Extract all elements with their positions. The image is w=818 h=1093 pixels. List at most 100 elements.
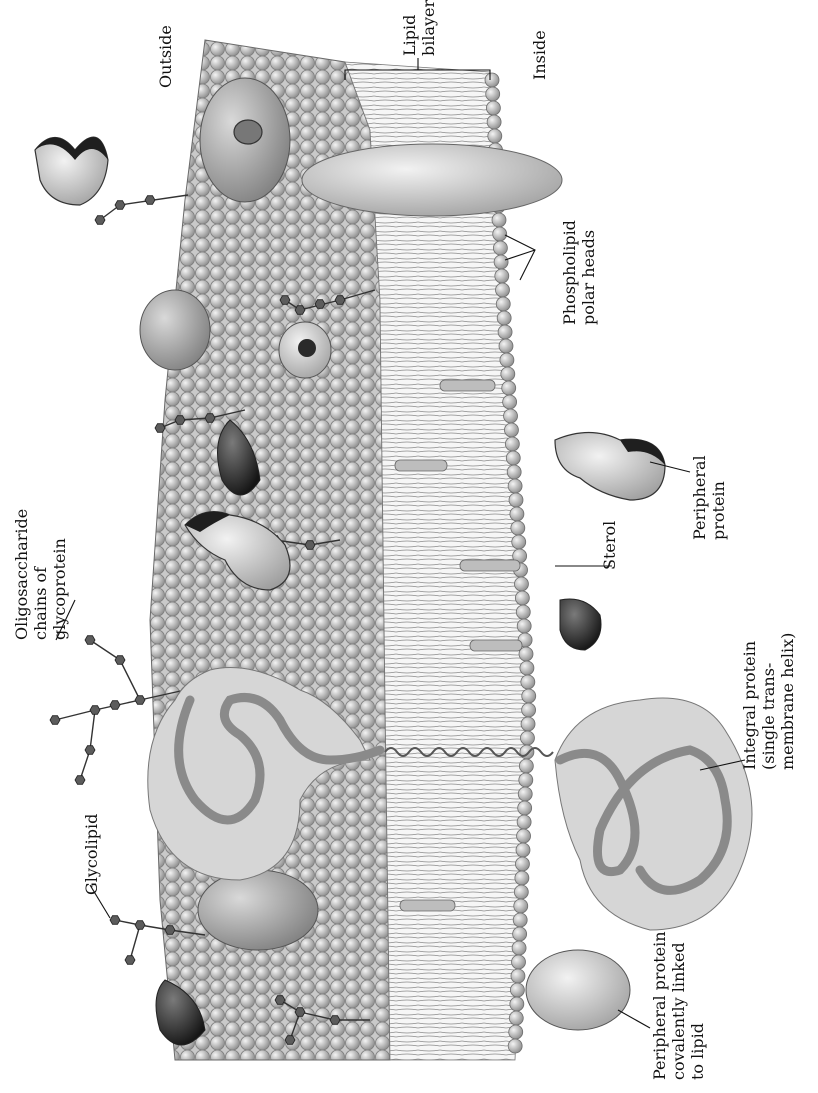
integral-protein-long bbox=[302, 144, 562, 216]
leader-peripheral-covalent bbox=[618, 1010, 650, 1028]
phospholipid-head bbox=[514, 899, 528, 913]
sugar-residue bbox=[50, 716, 60, 725]
sterol-3 bbox=[440, 380, 495, 391]
phospholipid-head bbox=[514, 577, 528, 591]
phospholipid-head bbox=[500, 353, 514, 367]
sterol-4 bbox=[470, 640, 522, 651]
phospholipid-head bbox=[509, 1011, 523, 1025]
phospholipid-head bbox=[509, 493, 523, 507]
sterol-2 bbox=[395, 460, 447, 471]
phospholipid-head bbox=[515, 591, 529, 605]
phospholipid-head bbox=[496, 283, 510, 297]
integral-protein-top-pore bbox=[234, 120, 262, 144]
dark-protein-inside bbox=[560, 599, 601, 650]
phospholipid-head bbox=[506, 451, 520, 465]
phospholipid-head bbox=[515, 871, 529, 885]
sugar-residue bbox=[95, 216, 105, 225]
phospholipid-head bbox=[516, 843, 530, 857]
integral-protein-pore-hole bbox=[298, 339, 316, 357]
sugar-residue bbox=[75, 776, 85, 785]
phospholipid-head bbox=[517, 619, 531, 633]
phospholipid-head bbox=[486, 101, 500, 115]
sugar-residue bbox=[335, 296, 345, 305]
sterol-1 bbox=[460, 560, 520, 571]
integral-protein-mid bbox=[140, 290, 210, 370]
phospholipid-head bbox=[521, 675, 535, 689]
phospholipid-head bbox=[487, 115, 501, 129]
phospholipid-head bbox=[516, 605, 530, 619]
leader-glycolipid bbox=[90, 885, 110, 918]
sugar-residue bbox=[110, 916, 120, 925]
phospholipid-head bbox=[519, 759, 533, 773]
phospholipid-head bbox=[513, 927, 527, 941]
phospholipid-head bbox=[488, 129, 502, 143]
glycolipid-chain-1 bbox=[100, 195, 188, 220]
sterol-5 bbox=[400, 900, 455, 911]
sugar-residue bbox=[85, 636, 95, 645]
phospholipid-head bbox=[496, 297, 510, 311]
phospholipid-head bbox=[493, 241, 507, 255]
phospholipid-head bbox=[494, 255, 508, 269]
phospholipid-head bbox=[512, 535, 526, 549]
sugar-residue bbox=[115, 656, 125, 665]
phospholipid-head bbox=[504, 423, 518, 437]
phospholipid-head bbox=[517, 829, 531, 843]
sugar-residue bbox=[295, 1008, 305, 1017]
phospholipid-head bbox=[517, 815, 531, 829]
phospholipid-head bbox=[511, 521, 525, 535]
phospholipid-head bbox=[520, 731, 534, 745]
phospholipid-head bbox=[514, 885, 528, 899]
phospholipid-head bbox=[485, 73, 499, 87]
sugar-residue bbox=[155, 424, 165, 433]
phospholipid-head bbox=[508, 1039, 522, 1053]
phospholipid-head bbox=[513, 913, 527, 927]
sugar-residue bbox=[175, 416, 185, 425]
phospholipid-head bbox=[501, 367, 515, 381]
phospholipid-head bbox=[518, 787, 532, 801]
phospholipid-head bbox=[492, 213, 506, 227]
phospholipid-head bbox=[498, 325, 512, 339]
phospholipid-head bbox=[520, 661, 534, 675]
sugar-residue bbox=[115, 201, 125, 210]
sugar-residue bbox=[315, 300, 325, 309]
leader-oligosaccharide bbox=[56, 600, 75, 640]
sugar-residue bbox=[295, 306, 305, 315]
phospholipid-head bbox=[499, 339, 513, 353]
phospholipid-head bbox=[502, 381, 516, 395]
phospholipid-head bbox=[518, 801, 532, 815]
phospholipid-head bbox=[515, 857, 529, 871]
leader-phospholipid-heads bbox=[505, 235, 535, 280]
sugar-residue bbox=[280, 296, 290, 305]
phospholipid-head bbox=[503, 395, 517, 409]
phospholipid-head bbox=[522, 689, 536, 703]
phospholipid-head bbox=[507, 465, 521, 479]
phospholipid-head bbox=[508, 479, 522, 493]
phospholipid-head bbox=[519, 773, 533, 787]
phospholipid-head bbox=[509, 1025, 523, 1039]
phospholipid-head bbox=[510, 997, 524, 1011]
phospholipid-head bbox=[521, 717, 535, 731]
phospholipid-head bbox=[512, 955, 526, 969]
phospholipid-head bbox=[510, 983, 524, 997]
phospholipid-head bbox=[493, 227, 507, 241]
phospholipid-head bbox=[510, 507, 524, 521]
sugar-residue bbox=[165, 926, 175, 935]
sugar-residue bbox=[135, 921, 145, 930]
sugar-residue bbox=[85, 746, 95, 755]
phospholipid-head bbox=[495, 269, 509, 283]
peripheral-protein-lipid-linked bbox=[526, 950, 630, 1030]
sugar-residue bbox=[275, 996, 285, 1005]
sugar-residue bbox=[305, 541, 315, 550]
phospholipid-head bbox=[512, 941, 526, 955]
sugar-residue bbox=[285, 1036, 295, 1045]
phospholipid-head bbox=[522, 703, 536, 717]
sugar-residue bbox=[110, 701, 120, 710]
phospholipid-head bbox=[486, 87, 500, 101]
sugar-residue bbox=[125, 956, 135, 965]
integral-protein-lower bbox=[198, 870, 318, 950]
phospholipid-head bbox=[511, 969, 525, 983]
phospholipid-head bbox=[505, 437, 519, 451]
sugar-residue bbox=[330, 1016, 340, 1025]
sugar-residue bbox=[135, 696, 145, 705]
